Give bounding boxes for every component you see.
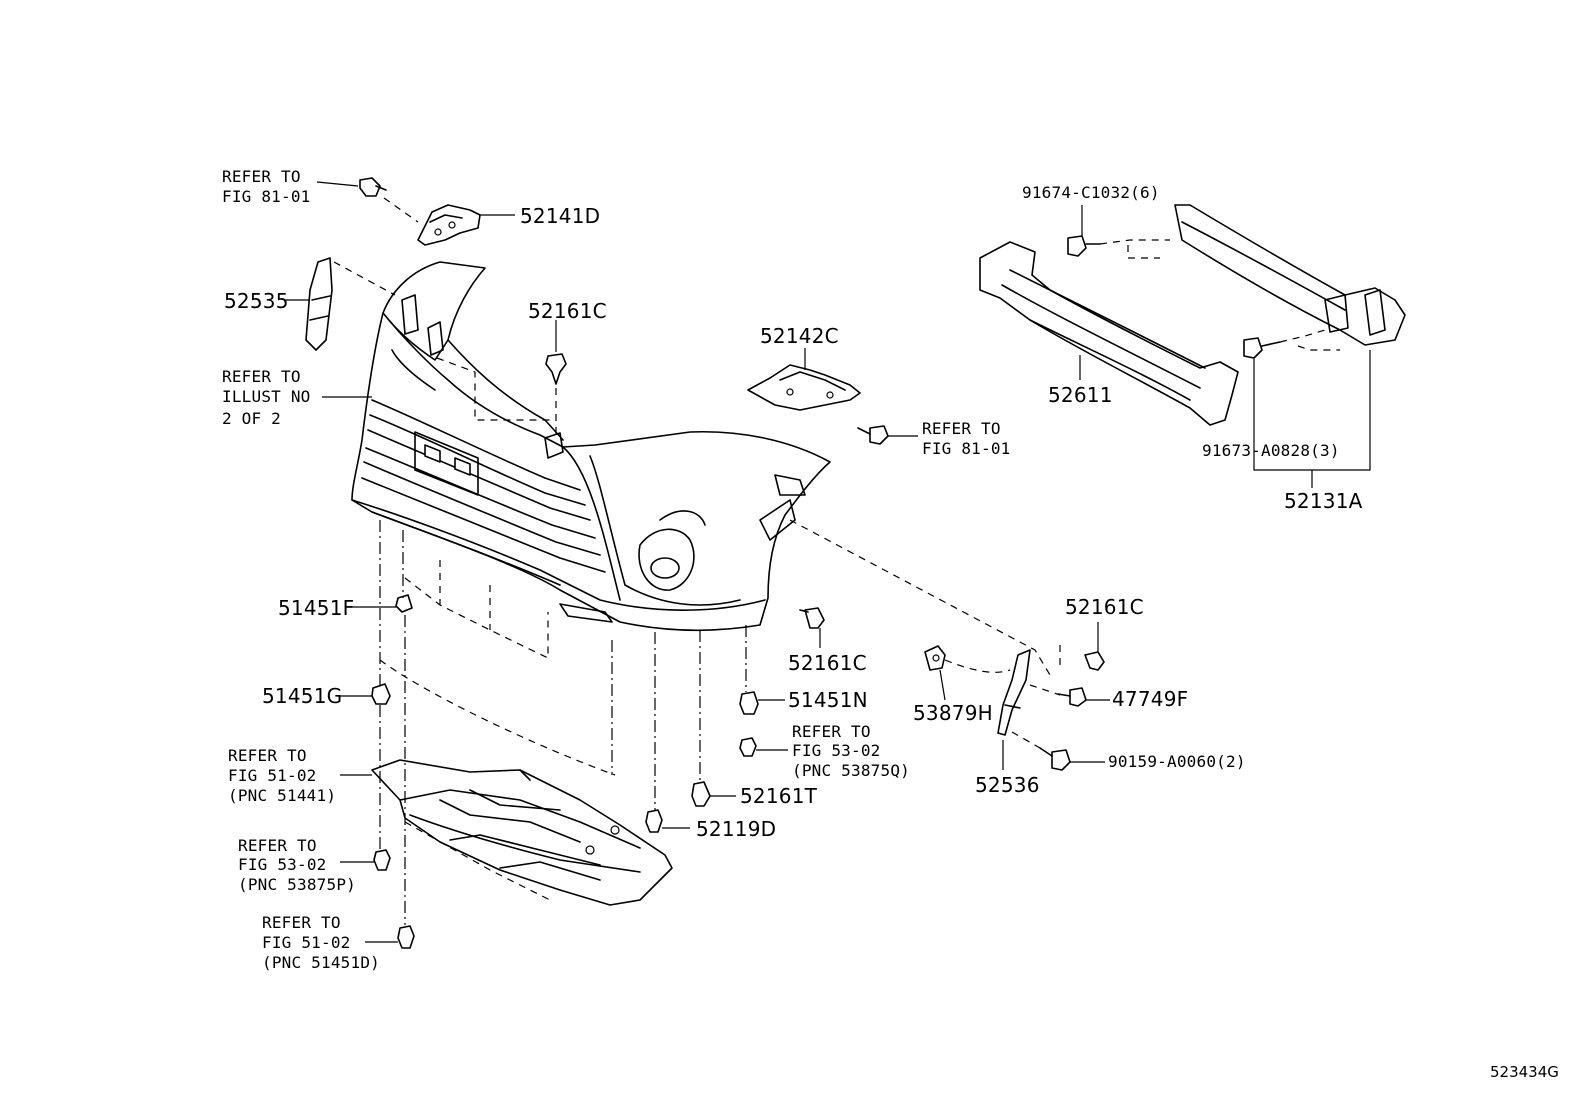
part-number-90159-A0060[interactable]: 90159-A0060(2) [1108,752,1246,771]
clip-51451F-part [395,594,413,613]
refer-fig-81-01-top: REFER TO FIG 81-01 [222,167,311,206]
svg-text:REFER TO: REFER TO [922,419,1001,438]
svg-text:FIG 51-02: FIG 51-02 [262,933,351,952]
refer-illust-no-2-of-2: REFER TO ILLUST NO 2 OF 2 [222,367,311,428]
figure-id: 523434G [1490,1063,1559,1081]
bumper-cover-part [351,261,831,632]
bracket-52142C-part [747,364,861,411]
svg-text:(PNC 53875P): (PNC 53875P) [238,875,356,894]
svg-text:FIG 51-02: FIG 51-02 [228,766,317,785]
part-number-52161C-right[interactable]: 52161C [1065,595,1144,619]
svg-text:(PNC 53875Q): (PNC 53875Q) [792,761,910,780]
svg-text:REFER TO: REFER TO [222,167,301,186]
bolt-fig8101-part [857,425,889,445]
part-number-52119D[interactable]: 52119D [696,817,776,841]
svg-text:REFER TO: REFER TO [238,836,317,855]
svg-text:FIG 81-01: FIG 81-01 [222,187,311,206]
part-number-52536[interactable]: 52536 [975,773,1040,797]
part-number-52142C[interactable]: 52142C [760,324,839,348]
refer-fig-81-01-mid: REFER TO FIG 81-01 [922,419,1011,458]
bolt-53875Q-part [739,737,757,757]
side-bracket-52535-part [305,257,333,351]
part-number-53879H[interactable]: 53879H [913,701,993,725]
part-number-51451G[interactable]: 51451G [262,684,342,708]
bolt-91674-part [1067,235,1101,257]
part-number-91674-C1032[interactable]: 91674-C1032(6) [1022,183,1160,202]
screw-47749F-part [1057,687,1087,707]
bolt-91673-part [1243,337,1281,359]
clip-52161C-top-part [545,353,567,385]
svg-text:(PNC 51441): (PNC 51441) [228,786,336,805]
engine-under-cover-part [371,759,673,906]
reinforcement-52611-part [979,204,1406,426]
part-number-52131A[interactable]: 52131A [1284,489,1363,513]
refer-fig-53-02-53875Q: REFER TO FIG 53-02 (PNC 53875Q) [792,722,910,780]
part-number-52161C-top[interactable]: 52161C [528,299,607,323]
refer-fig-53-02-53875P: REFER TO FIG 53-02 (PNC 53875P) [238,836,356,894]
clip-52161C-right-part [1084,651,1105,671]
svg-text:FIG 53-02: FIG 53-02 [792,741,881,760]
svg-text:REFER TO: REFER TO [792,722,871,741]
svg-text:REFER TO: REFER TO [222,367,301,386]
part-number-51451N[interactable]: 51451N [788,688,868,712]
svg-text:(PNC 51451D): (PNC 51451D) [262,953,380,972]
part-number-52161T[interactable]: 52161T [740,784,818,808]
retainer-52536-part [997,649,1031,736]
svg-text:REFER TO: REFER TO [228,746,307,765]
bolt-53875P-part [373,849,391,871]
clip-51451G-part [371,683,391,705]
part-number-52141D[interactable]: 52141D [520,204,600,228]
part-number-47749F[interactable]: 47749F [1112,687,1188,711]
clip-screw-part [359,177,387,197]
bolt-51451D-part [397,925,415,949]
part-number-91673-A0828[interactable]: 91673-A0828(3) [1202,441,1340,460]
clip-52161C-mid-part [799,607,825,629]
clip-52161T-part [691,781,711,807]
part-number-52535[interactable]: 52535 [224,289,289,313]
part-number-51451F[interactable]: 51451F [278,596,354,620]
bracket-53879H-part [924,645,946,671]
svg-text:FIG 53-02: FIG 53-02 [238,855,327,874]
svg-text:FIG 81-01: FIG 81-01 [922,439,1011,458]
clip-51451N-part [739,691,759,715]
refer-fig-51-02-51451D: REFER TO FIG 51-02 (PNC 51451D) [262,913,380,972]
refer-fig-51-02-51441: REFER TO FIG 51-02 (PNC 51441) [228,746,336,805]
bracket-52141D-part [417,204,481,246]
bolt-90159-part [1039,747,1071,771]
part-number-52611[interactable]: 52611 [1048,383,1113,407]
svg-text:REFER TO: REFER TO [262,913,341,932]
part-number-52161C-mid[interactable]: 52161C [788,651,867,675]
svg-text:2 OF 2: 2 OF 2 [222,409,281,428]
svg-text:ILLUST NO: ILLUST NO [222,387,311,406]
bolt-52119D-part [645,809,663,833]
